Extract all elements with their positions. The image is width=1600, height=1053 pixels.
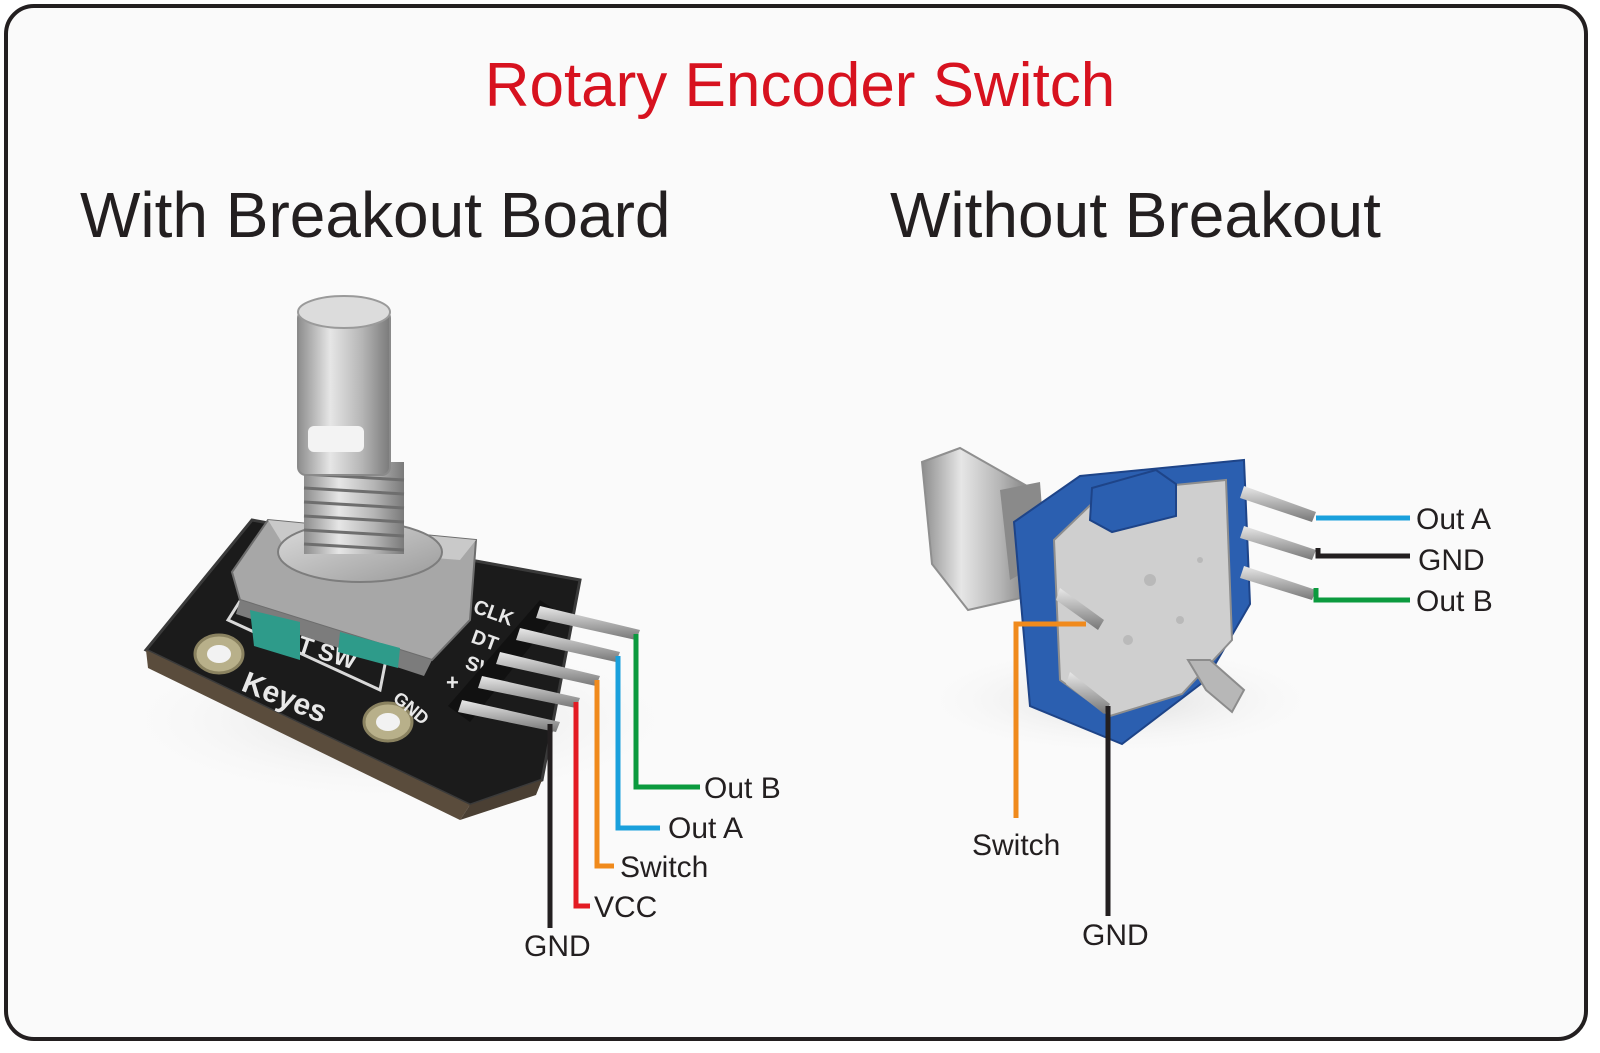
heading-with-breakout: With Breakout Board: [80, 179, 671, 251]
label-switch-right: Switch: [972, 829, 1060, 862]
heading-without-breakout: Without Breakout: [890, 179, 1381, 251]
wire-switch-left: [594, 680, 614, 869]
encoder-shaft-left: [297, 295, 391, 476]
label-out-a-right: Out A: [1416, 503, 1491, 536]
label-gnd-right-side: GND: [1418, 544, 1485, 577]
label-gnd-left: GND: [524, 930, 591, 963]
label-vcc-left: VCC: [594, 891, 657, 924]
silkscreen-pin-plus: +: [446, 670, 459, 695]
label-out-b-left: Out B: [704, 772, 781, 805]
diagram-title: Rotary Encoder Switch: [484, 51, 1116, 120]
label-out-a-left: Out A: [668, 812, 743, 845]
threaded-bushing: [303, 462, 405, 554]
label-gnd-right-bottom: GND: [1082, 919, 1149, 952]
pin-header: [448, 600, 640, 732]
wire-switch-right: [1013, 621, 1086, 818]
wire-out-a-left: [615, 656, 660, 831]
wire-vcc-left: [573, 702, 590, 909]
bare-encoder: [900, 446, 1340, 760]
wire-gnd-right-side: [1315, 548, 1410, 559]
wire-out-b-left: [633, 634, 700, 790]
wire-out-b-right: [1313, 588, 1410, 603]
label-out-b-right: Out B: [1416, 585, 1493, 618]
mounting-hole: [362, 701, 414, 743]
breakout-module: Keyes ROT SW CLK DT SW + GND: [90, 295, 710, 820]
label-switch-left: Switch: [620, 851, 708, 884]
mounting-hole: [193, 633, 245, 675]
